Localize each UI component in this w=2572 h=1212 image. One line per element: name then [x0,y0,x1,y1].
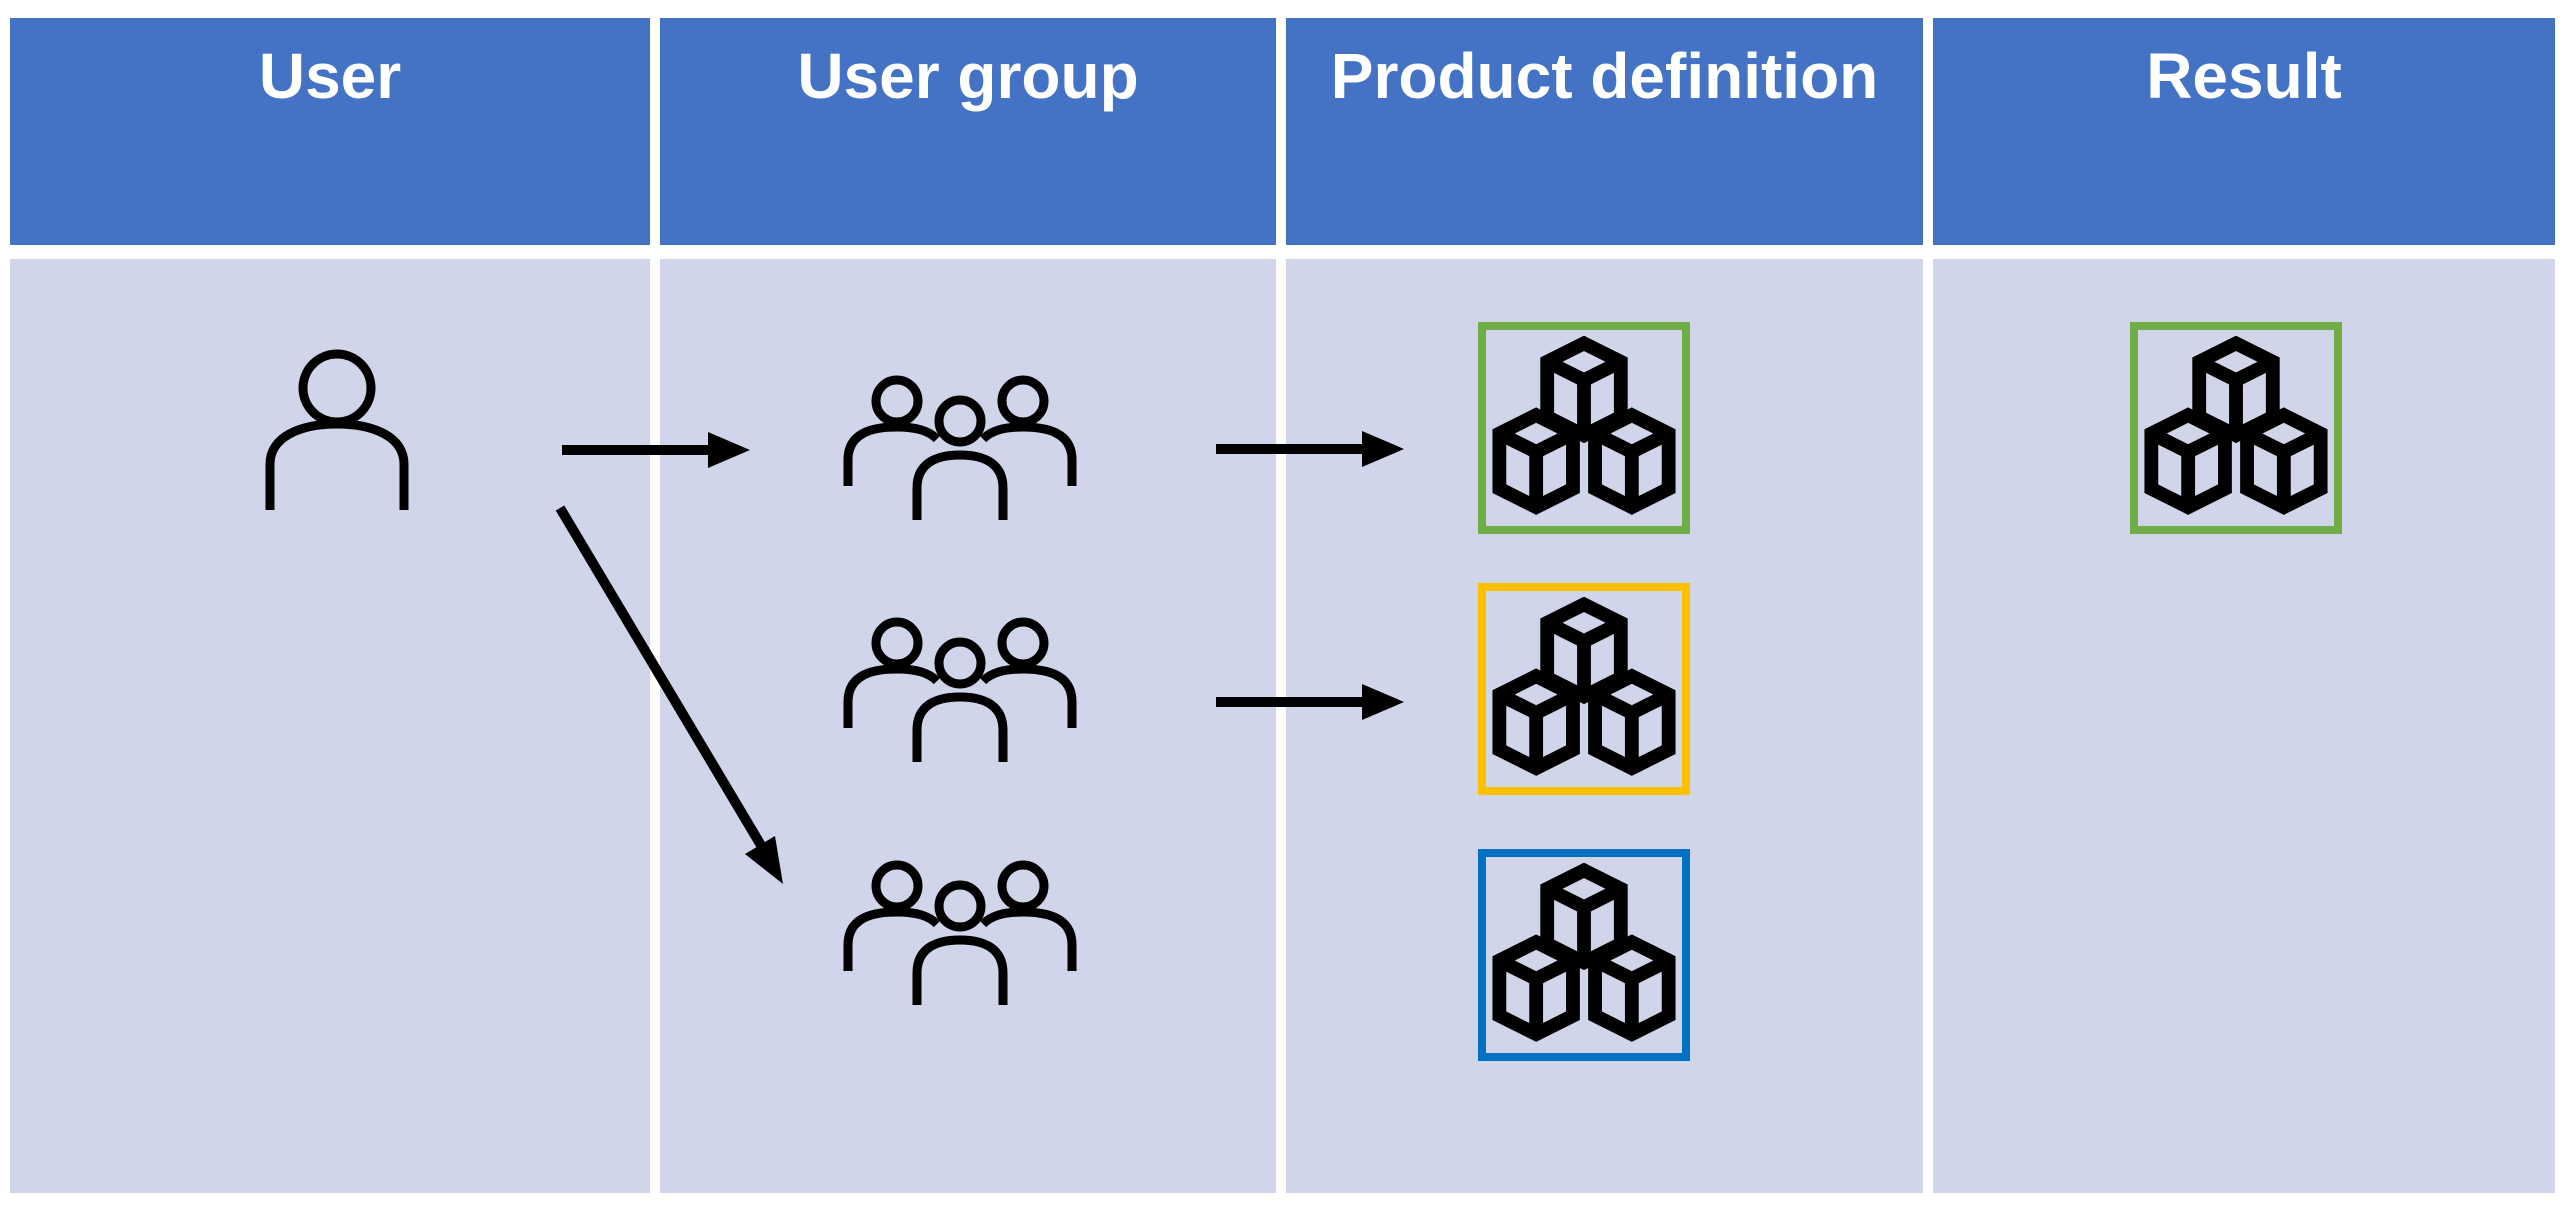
column-header-result: Result [1933,18,2555,245]
product-box-green [1478,322,1690,534]
product-box-blue [1478,849,1690,1061]
column-header-product-definition: Product definition [1286,18,1923,245]
column-body-user-group [660,259,1276,1193]
column-header-user-group: User group [660,18,1276,245]
column-header-user: User [10,18,650,245]
column-body-result [1933,259,2555,1193]
result-box-green [2130,322,2342,534]
arrow-user-to-group1 [562,432,750,468]
arrow-group1-to-product1 [1216,431,1404,467]
column-body-user [10,259,650,1193]
column-body-product-definition [1286,259,1923,1193]
product-box-yellow [1478,583,1690,795]
arrow-group2-to-product2 [1216,684,1404,720]
arrow-user-to-group3 [555,505,783,884]
